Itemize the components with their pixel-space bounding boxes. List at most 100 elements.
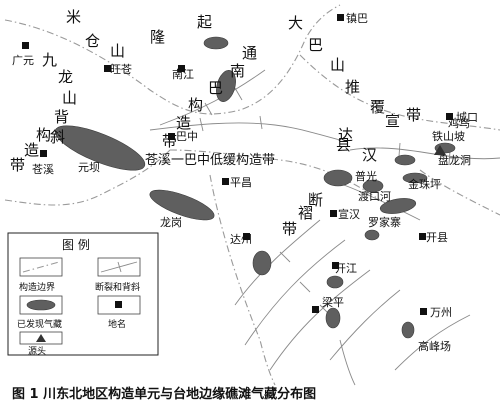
gas-field-jinzhuping [402,172,428,184]
fault-tick [259,115,263,130]
gas-field-yuanba [54,125,146,171]
belt-char-jiulongshan: 山 [62,89,77,107]
legend-label-boundary: 构造边界 [19,281,55,293]
place-marker [222,178,229,185]
legend-boundary-line [22,261,60,273]
place-label: 渡口河 [358,189,391,203]
place-marker [104,65,111,72]
place-label: 开县 [426,231,448,244]
fault-sw-5 [394,314,471,371]
place-label: 鸡鸟 [448,116,470,130]
fault-bazhong [149,122,341,141]
belt-char-tuifu: 覆 [370,98,385,116]
gas-field-south [364,229,380,241]
place-marker [243,233,250,240]
place-label: 巴中 [176,130,198,143]
place-marker [332,262,339,269]
legend-title: 图 例 [62,238,90,252]
source-triangle [434,145,446,155]
place-label: 金珠坪 [408,177,441,191]
fault-tick [199,117,204,132]
place-label: 平昌 [230,176,252,189]
place-label: 城口 [456,111,478,124]
fault-sw-2 [244,239,346,346]
belt-char-longqi: 起 [197,13,212,31]
legend-label-source: 源头 [28,346,46,357]
belt-char-daba: 大 [288,14,303,32]
fault-tick [448,150,451,165]
belt-char-gouzao: 造 [24,141,39,159]
place-marker [312,306,319,313]
gas-field-tieshanpo [394,154,416,166]
place-label: 盘龙洞 [438,153,471,167]
legend-fault-tick [117,261,122,273]
place-marker [420,308,427,315]
place-label: 宣汉 [338,207,360,221]
belt-char-micang: 仓 [85,32,100,50]
boundary-south [209,174,276,386]
place-label: 罗家寨 [368,215,401,229]
fault-tick [234,87,243,101]
belt-char-duanzhe: 带 [282,220,297,238]
belt-char-tongnanba: 南 [230,62,245,80]
belt-char-gouzao: 带 [10,156,25,174]
belt-char-tongnanba: 通 [242,44,257,62]
place-label: 铁山坡 [432,130,465,143]
belt-char-xuanhan: 达 [338,126,353,144]
boundary-east [419,169,500,216]
belt-char-xuanhan: 县 [336,136,351,154]
place-label: 南江 [172,68,194,81]
belt-char-gouzao: 构 [36,126,51,144]
fault-sw-1 [234,219,321,306]
gas-fields [54,36,456,339]
place-marker [22,42,29,49]
boundary-north [4,4,341,115]
place-label: 镇巴 [346,11,368,25]
belt-char-tongnanba: 构 [188,96,203,114]
belt-char-longqi: 隆 [150,28,165,46]
place-label: 普光 [355,169,377,183]
gas-field-north [203,36,229,50]
belt-char-micang: 山 [110,42,125,60]
fault-nanjiang [159,69,266,126]
place-marker [330,210,337,217]
place-label: 广元 [12,54,34,67]
place-marker [337,14,344,21]
legend-label-gas: 已发现气藏 [17,318,62,330]
fault-sw-3 [269,269,371,371]
structural-boundaries [4,4,500,386]
gas-field-dazhou [252,250,272,276]
belt-char-jiulongshan: 背 [54,108,69,126]
place-label: 苍溪 [32,163,54,176]
place-marker [419,233,426,240]
place-label: 达州 [230,233,252,246]
figure-caption: 图 1 川东北地区构造单元与台地边缘礁滩气藏分布图 [12,386,316,402]
belt-char-duanzhe: 褶 [298,204,313,222]
belt-char-daba: 山 [330,56,345,74]
belt-char-xuanhan: 汉 [362,146,377,164]
legend-fault-line [100,261,138,273]
place-marker [178,65,185,72]
boundary-northeast [299,54,500,131]
place-label: 开江 [335,262,357,275]
belt-char-jiulongshan: 龙 [58,68,73,86]
place-label: 万州 [430,306,452,319]
belt-char-tongnanba: 巴 [208,79,223,97]
belt-char-xuanhan: 宣 [385,112,400,130]
fault-tick [299,281,311,293]
legend-label-place: 地名 [108,318,126,330]
boundary-central [169,149,381,201]
place-marker [168,133,175,140]
place-marker [446,113,453,120]
place-label: 龙岗 [160,216,182,229]
belt-char-jiulongshan: 九 [42,51,57,69]
zone-label: 苍溪一巴中低缓构造带 [145,153,275,168]
gas-field-dukouhe [362,179,384,193]
legend-label-fault: 断裂和背斜 [95,281,140,293]
gas-field-liangping [325,307,341,329]
belt-char-tuifu: 推 [345,78,360,96]
place-label: 梁平 [322,295,344,309]
gas-field-kaijiang [326,275,344,289]
boundary-west [4,149,171,206]
